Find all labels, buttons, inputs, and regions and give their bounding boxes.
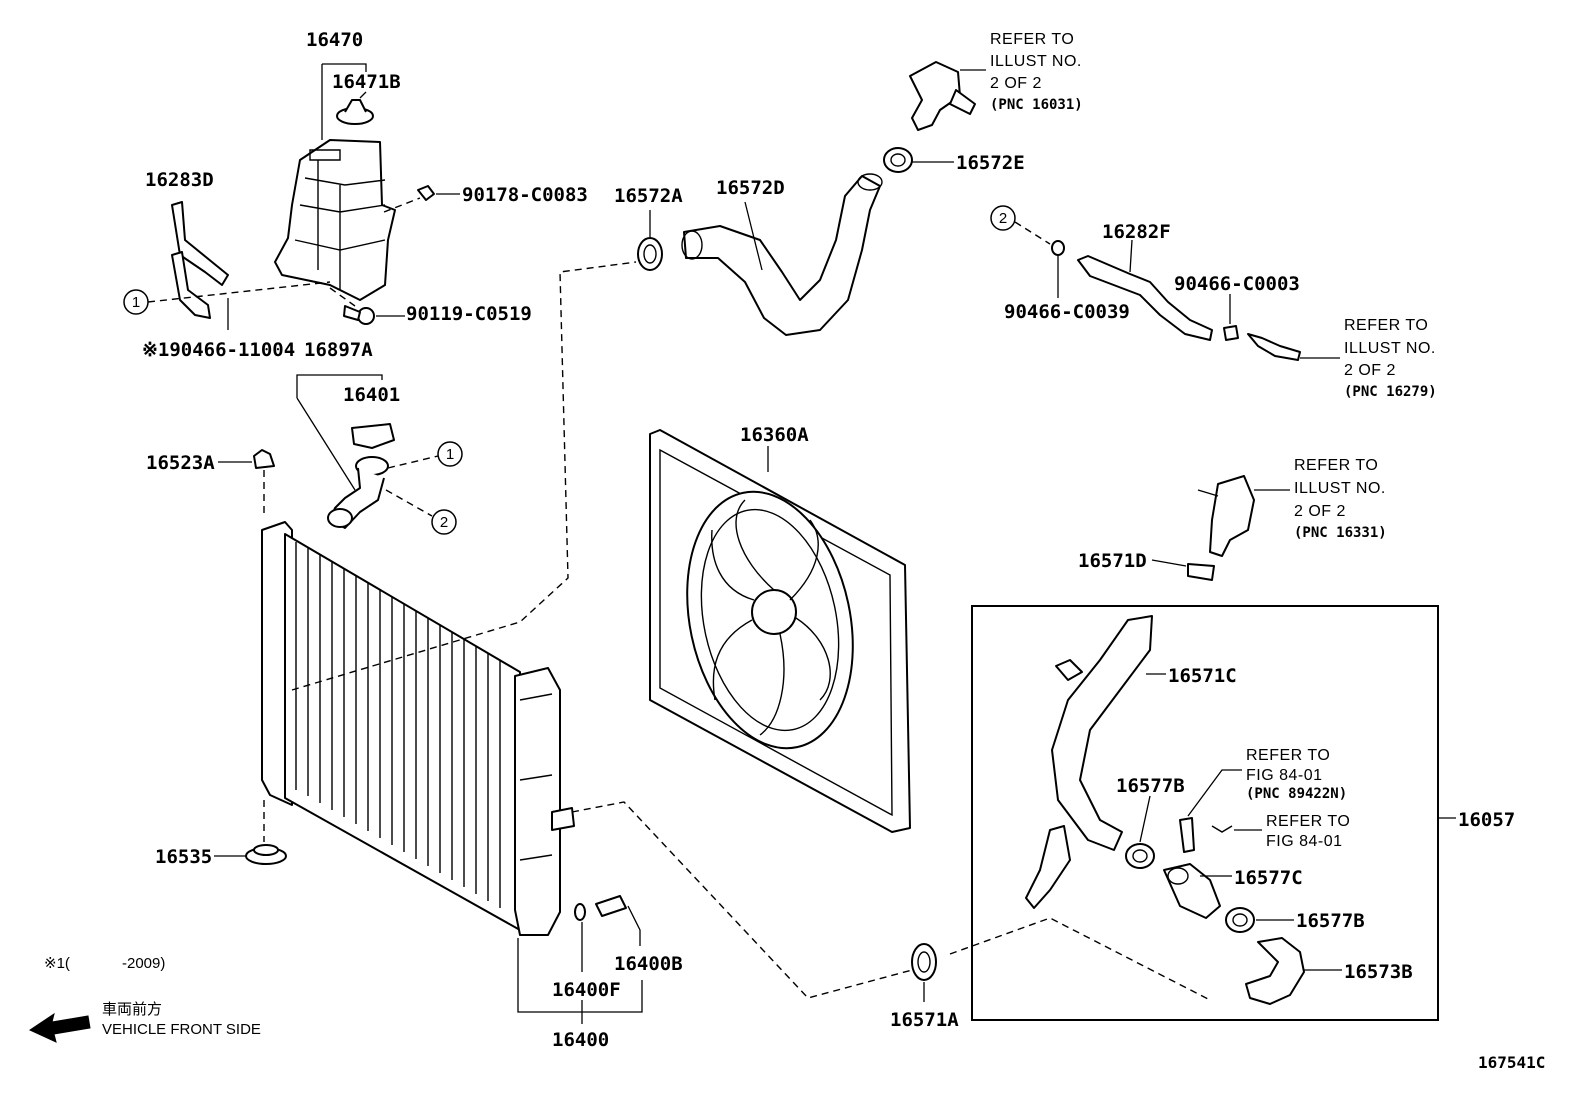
ref3-line2: ILLUST NO. xyxy=(1294,480,1386,497)
clamp-16572a xyxy=(637,237,663,271)
clamp-16572e xyxy=(883,147,913,173)
bolt-90119 xyxy=(343,305,375,325)
upper-hose xyxy=(681,173,883,336)
label-16577c: 16577C xyxy=(1234,867,1303,889)
temp-sensor xyxy=(1179,817,1233,853)
front-arrow-icon xyxy=(28,1012,91,1043)
front-label-en: VEHICLE FRONT SIDE xyxy=(102,1021,261,1038)
ref2-line2: ILLUST NO. xyxy=(1344,340,1436,357)
hose-kit-box xyxy=(971,605,1439,1021)
radiator-cap xyxy=(351,423,395,449)
callout-number: 1 xyxy=(446,446,454,463)
thermostat-housing xyxy=(909,61,976,131)
ref1-line1: REFER TO xyxy=(990,31,1074,48)
label-90178-c0083: 90178-C0083 xyxy=(462,184,588,206)
drain-plug xyxy=(595,895,627,917)
label-16057: 16057 xyxy=(1458,809,1515,831)
clip-90466-c0003 xyxy=(1223,325,1239,341)
label-16571d: 16571D xyxy=(1078,550,1147,572)
label-16573b: 16573B xyxy=(1344,961,1413,983)
cushion-16535 xyxy=(245,844,287,865)
ref4-line3: (PNC 89422N) xyxy=(1246,786,1347,802)
callout-circle-2b xyxy=(990,205,1016,231)
label-16400f: 16400F xyxy=(552,979,621,1001)
reservoir-tank xyxy=(274,139,396,301)
bypass-hose xyxy=(1077,255,1213,341)
label-16400: 16400 xyxy=(552,1029,609,1051)
label-16577b-a: 16577B xyxy=(1116,775,1185,797)
hose-16573b xyxy=(1245,937,1305,1005)
callout-circle-1b xyxy=(437,441,463,467)
clip-16571d xyxy=(1187,563,1215,581)
ref4-line1: REFER TO xyxy=(1246,747,1330,764)
fan-shroud xyxy=(649,429,911,833)
label-16470: 16470 xyxy=(306,29,363,51)
label-90466-c0003: 90466-C0003 xyxy=(1174,273,1300,295)
label-16897a: 16897A xyxy=(304,339,373,361)
clamp-16577b-lower xyxy=(1225,907,1255,933)
water-inlet xyxy=(1197,475,1255,557)
callout-number: 2 xyxy=(440,514,448,531)
label-90466-c0039: 90466-C0039 xyxy=(1004,301,1130,323)
clip-90178 xyxy=(417,185,435,201)
ref5-line1: REFER TO xyxy=(1266,813,1350,830)
outlet-16577c xyxy=(1163,863,1221,919)
ref1-line3: 2 OF 2 xyxy=(990,75,1042,92)
lower-hose-16571c xyxy=(1051,615,1153,851)
footnote-mark: ※1( xyxy=(44,955,70,972)
ref2-line4: (PNC 16279) xyxy=(1344,384,1437,400)
filler-neck xyxy=(327,456,389,529)
label-16572d: 16572D xyxy=(716,177,785,199)
ref1-line2: ILLUST NO. xyxy=(990,53,1082,70)
o-ring xyxy=(574,903,586,921)
radiator-core xyxy=(261,521,575,936)
ref3-line1: REFER TO xyxy=(1294,457,1378,474)
ref3-line4: (PNC 16331) xyxy=(1294,525,1387,541)
label-16572a: 16572A xyxy=(614,185,683,207)
diagram-id: 167541C xyxy=(1478,1053,1545,1072)
pipe-ref-16279 xyxy=(1247,333,1301,361)
label-16572e: 16572E xyxy=(956,152,1025,174)
label-16401: 16401 xyxy=(343,384,400,406)
label-16535: 16535 xyxy=(155,846,212,868)
cushion-16523a xyxy=(253,449,275,469)
label-16571c: 16571C xyxy=(1168,665,1237,687)
clamp-16571a xyxy=(911,943,937,981)
callout-circle-2 xyxy=(431,509,457,535)
bracket xyxy=(1025,659,1083,909)
ref1-line4: (PNC 16031) xyxy=(990,97,1083,113)
hose-16283d xyxy=(171,201,229,319)
ref4-line2: FIG 84-01 xyxy=(1246,767,1323,784)
label-16577b-b: 16577B xyxy=(1296,910,1365,932)
ref2-line3: 2 OF 2 xyxy=(1344,362,1396,379)
label-16400b: 16400B xyxy=(614,953,683,975)
clip-90466-c0039 xyxy=(1051,240,1065,256)
label-90466-11004: ※190466-11004 xyxy=(142,339,295,361)
front-label-jp: 車両前方 xyxy=(102,1001,162,1018)
footnote-range: -2009) xyxy=(122,955,165,972)
ref3-line3: 2 OF 2 xyxy=(1294,503,1346,520)
label-16282f: 16282F xyxy=(1102,221,1171,243)
ref5-line2: FIG 84-01 xyxy=(1266,833,1343,850)
label-16283d: 16283D xyxy=(145,169,214,191)
clamp-16577b-upper xyxy=(1125,843,1155,869)
reservoir-cap xyxy=(336,99,374,125)
label-16571a: 16571A xyxy=(890,1009,959,1031)
label-16523a: 16523A xyxy=(146,452,215,474)
ref2-line1: REFER TO xyxy=(1344,317,1428,334)
label-90119-c0519: 90119-C0519 xyxy=(406,303,532,325)
label-16471b: 16471B xyxy=(332,71,401,93)
callout-number: 2 xyxy=(999,210,1007,227)
callout-number: 1 xyxy=(132,294,140,311)
label-16360a: 16360A xyxy=(740,424,809,446)
